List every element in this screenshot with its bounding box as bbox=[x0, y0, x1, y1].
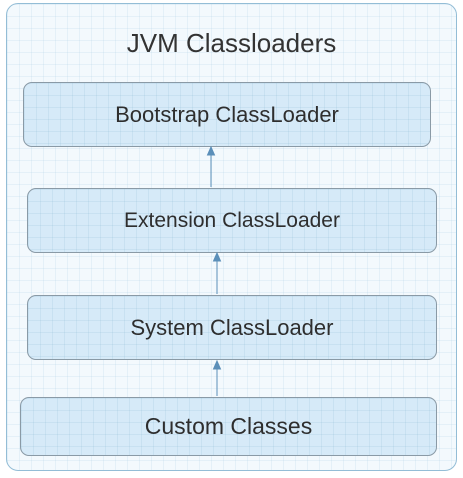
node-extension-label: Extension ClassLoader bbox=[124, 208, 340, 232]
node-system-label: System ClassLoader bbox=[130, 314, 334, 340]
diagram-title: JVM Classloaders bbox=[126, 28, 337, 58]
node-custom-classes[interactable]: Custom Classes bbox=[20, 397, 437, 456]
node-bootstrap-classloader[interactable]: Bootstrap ClassLoader bbox=[23, 82, 431, 147]
node-bootstrap-label: Bootstrap ClassLoader bbox=[115, 101, 339, 127]
node-system-classloader[interactable]: System ClassLoader bbox=[27, 295, 437, 360]
node-custom-label: Custom Classes bbox=[144, 413, 313, 439]
node-extension-classloader[interactable]: Extension ClassLoader bbox=[27, 188, 437, 253]
